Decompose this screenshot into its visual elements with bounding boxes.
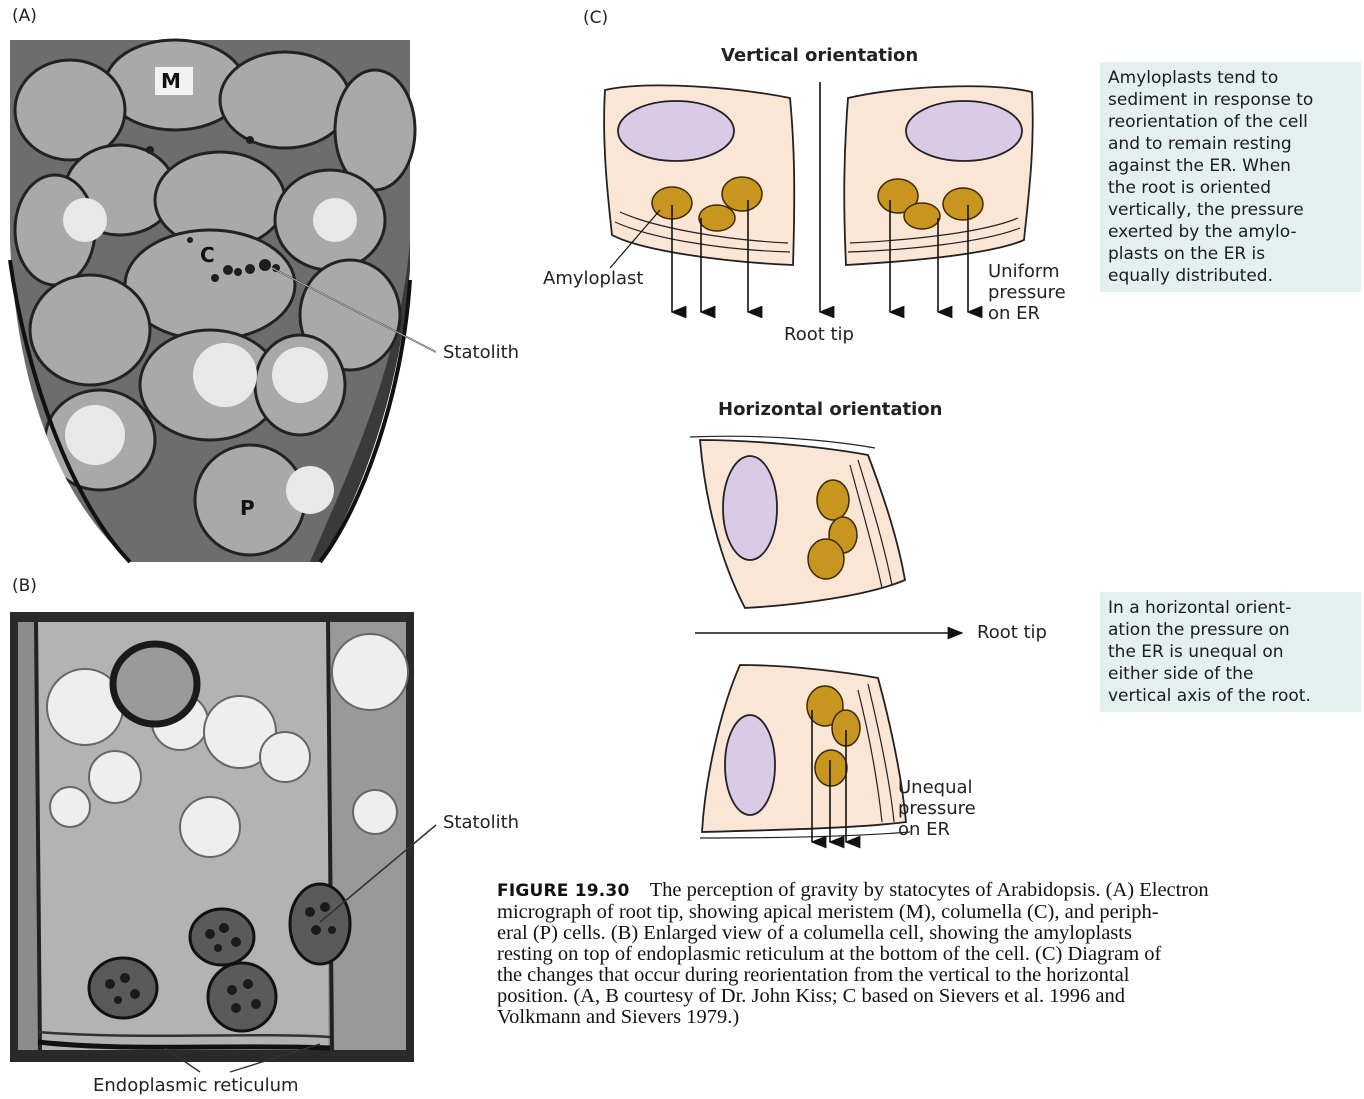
caption-text: The perception of gravity by statocytes … [650,879,1209,901]
note-horizontal: In a horizontal orient- ation the pressu… [1100,592,1361,712]
note-horizontal-line: ation the pressure on [1108,619,1353,641]
unequal-pressure-label: Unequal pressure on ER [898,777,976,840]
caption-line: FIGURE 19.30 The perception of gravity b… [497,880,1361,902]
note-vertical-line: plasts on the ER is [1108,243,1353,265]
note-vertical-line: equally distributed. [1108,265,1353,287]
note-vertical-line: reorientation of the cell [1108,111,1353,133]
unequal-pressure-line-1: Unequal [898,777,976,798]
note-vertical-line: sediment in response to [1108,89,1353,111]
unequal-pressure-line-2: pressure [898,798,976,819]
note-vertical-line: the root is oriented [1108,177,1353,199]
root-tip-label-horizontal: Root tip [977,622,1047,643]
caption-line: eral (P) cells. (B) Enlarged view of a c… [497,923,1361,944]
caption-line: position. (A, B courtesy of Dr. John Kis… [497,986,1361,1007]
figure-caption: FIGURE 19.30 The perception of gravity b… [497,880,1361,1028]
note-horizontal-line: vertical axis of the root. [1108,685,1353,707]
caption-line: micrograph of root tip, showing apical m… [497,902,1361,923]
note-vertical: Amyloplasts tend to sediment in response… [1100,62,1361,292]
note-vertical-line: vertically, the pressure [1108,199,1353,221]
note-vertical-line: exerted by the amylo- [1108,221,1353,243]
figure-number: FIGURE 19.30 [497,881,630,901]
note-horizontal-line: either side of the [1108,663,1353,685]
caption-line: the changes that occur during reorientat… [497,965,1361,986]
caption-line: resting on top of endoplasmic reticulum … [497,944,1361,965]
note-vertical-line: Amyloplasts tend to [1108,67,1353,89]
note-vertical-line: against the ER. When [1108,155,1353,177]
unequal-pressure-line-3: on ER [898,819,976,840]
note-vertical-line: and to remain resting [1108,133,1353,155]
note-horizontal-line: the ER is unequal on [1108,641,1353,663]
caption-line: Volkmann and Sievers 1979.) [497,1007,1361,1028]
note-horizontal-line: In a horizontal orient- [1108,597,1353,619]
